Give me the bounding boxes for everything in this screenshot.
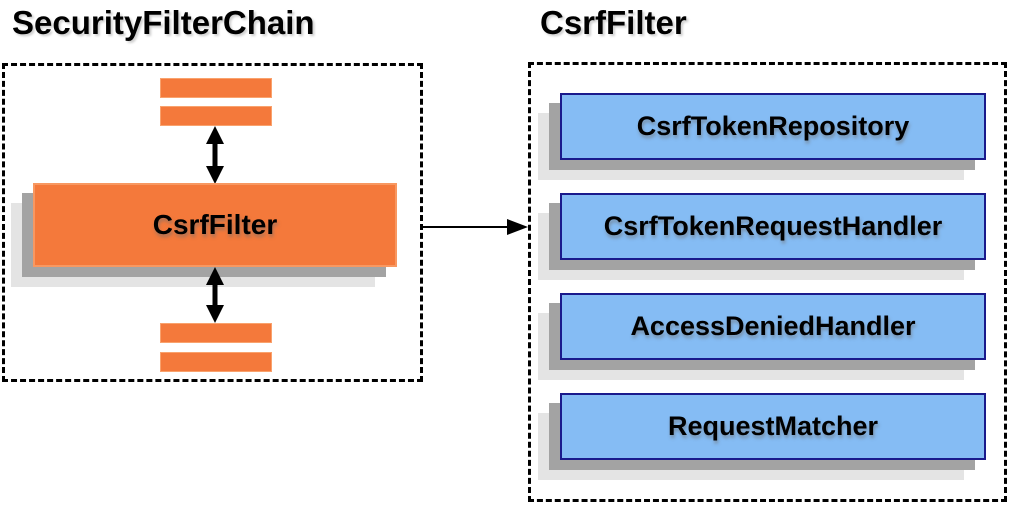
- flow-arrow-right-icon: [422, 219, 528, 235]
- component-box-access-denied-handler: AccessDeniedHandler: [560, 293, 986, 360]
- component-box-label: RequestMatcher: [667, 411, 879, 441]
- right-section-title: CsrfFilter: [540, 4, 687, 41]
- component-box-csrf-token-repository: CsrfTokenRepository: [560, 93, 986, 160]
- left-section-title: SecurityFilterChain: [12, 4, 315, 41]
- bidirectional-arrow-icon: [206, 267, 224, 323]
- csrf-filter-box-label: CsrfFilter: [152, 209, 278, 240]
- csrf-filter-box: CsrfFilter: [33, 183, 397, 267]
- filter-placeholder-bar: [160, 106, 272, 126]
- security-filter-chain-panel: [2, 63, 423, 382]
- csrf-filter-panel: [528, 62, 1007, 502]
- filter-placeholder-bar: [160, 352, 272, 372]
- filter-placeholder-bar: [160, 78, 272, 98]
- component-box-request-matcher: RequestMatcher: [560, 393, 986, 460]
- bidirectional-arrow-icon: [206, 126, 224, 184]
- component-box-label: AccessDeniedHandler: [630, 311, 916, 341]
- component-box-csrf-token-request-handler: CsrfTokenRequestHandler: [560, 193, 986, 260]
- component-box-label: CsrfTokenRepository: [636, 111, 910, 141]
- component-box-label: CsrfTokenRequestHandler: [603, 211, 943, 241]
- filter-placeholder-bar: [160, 323, 272, 343]
